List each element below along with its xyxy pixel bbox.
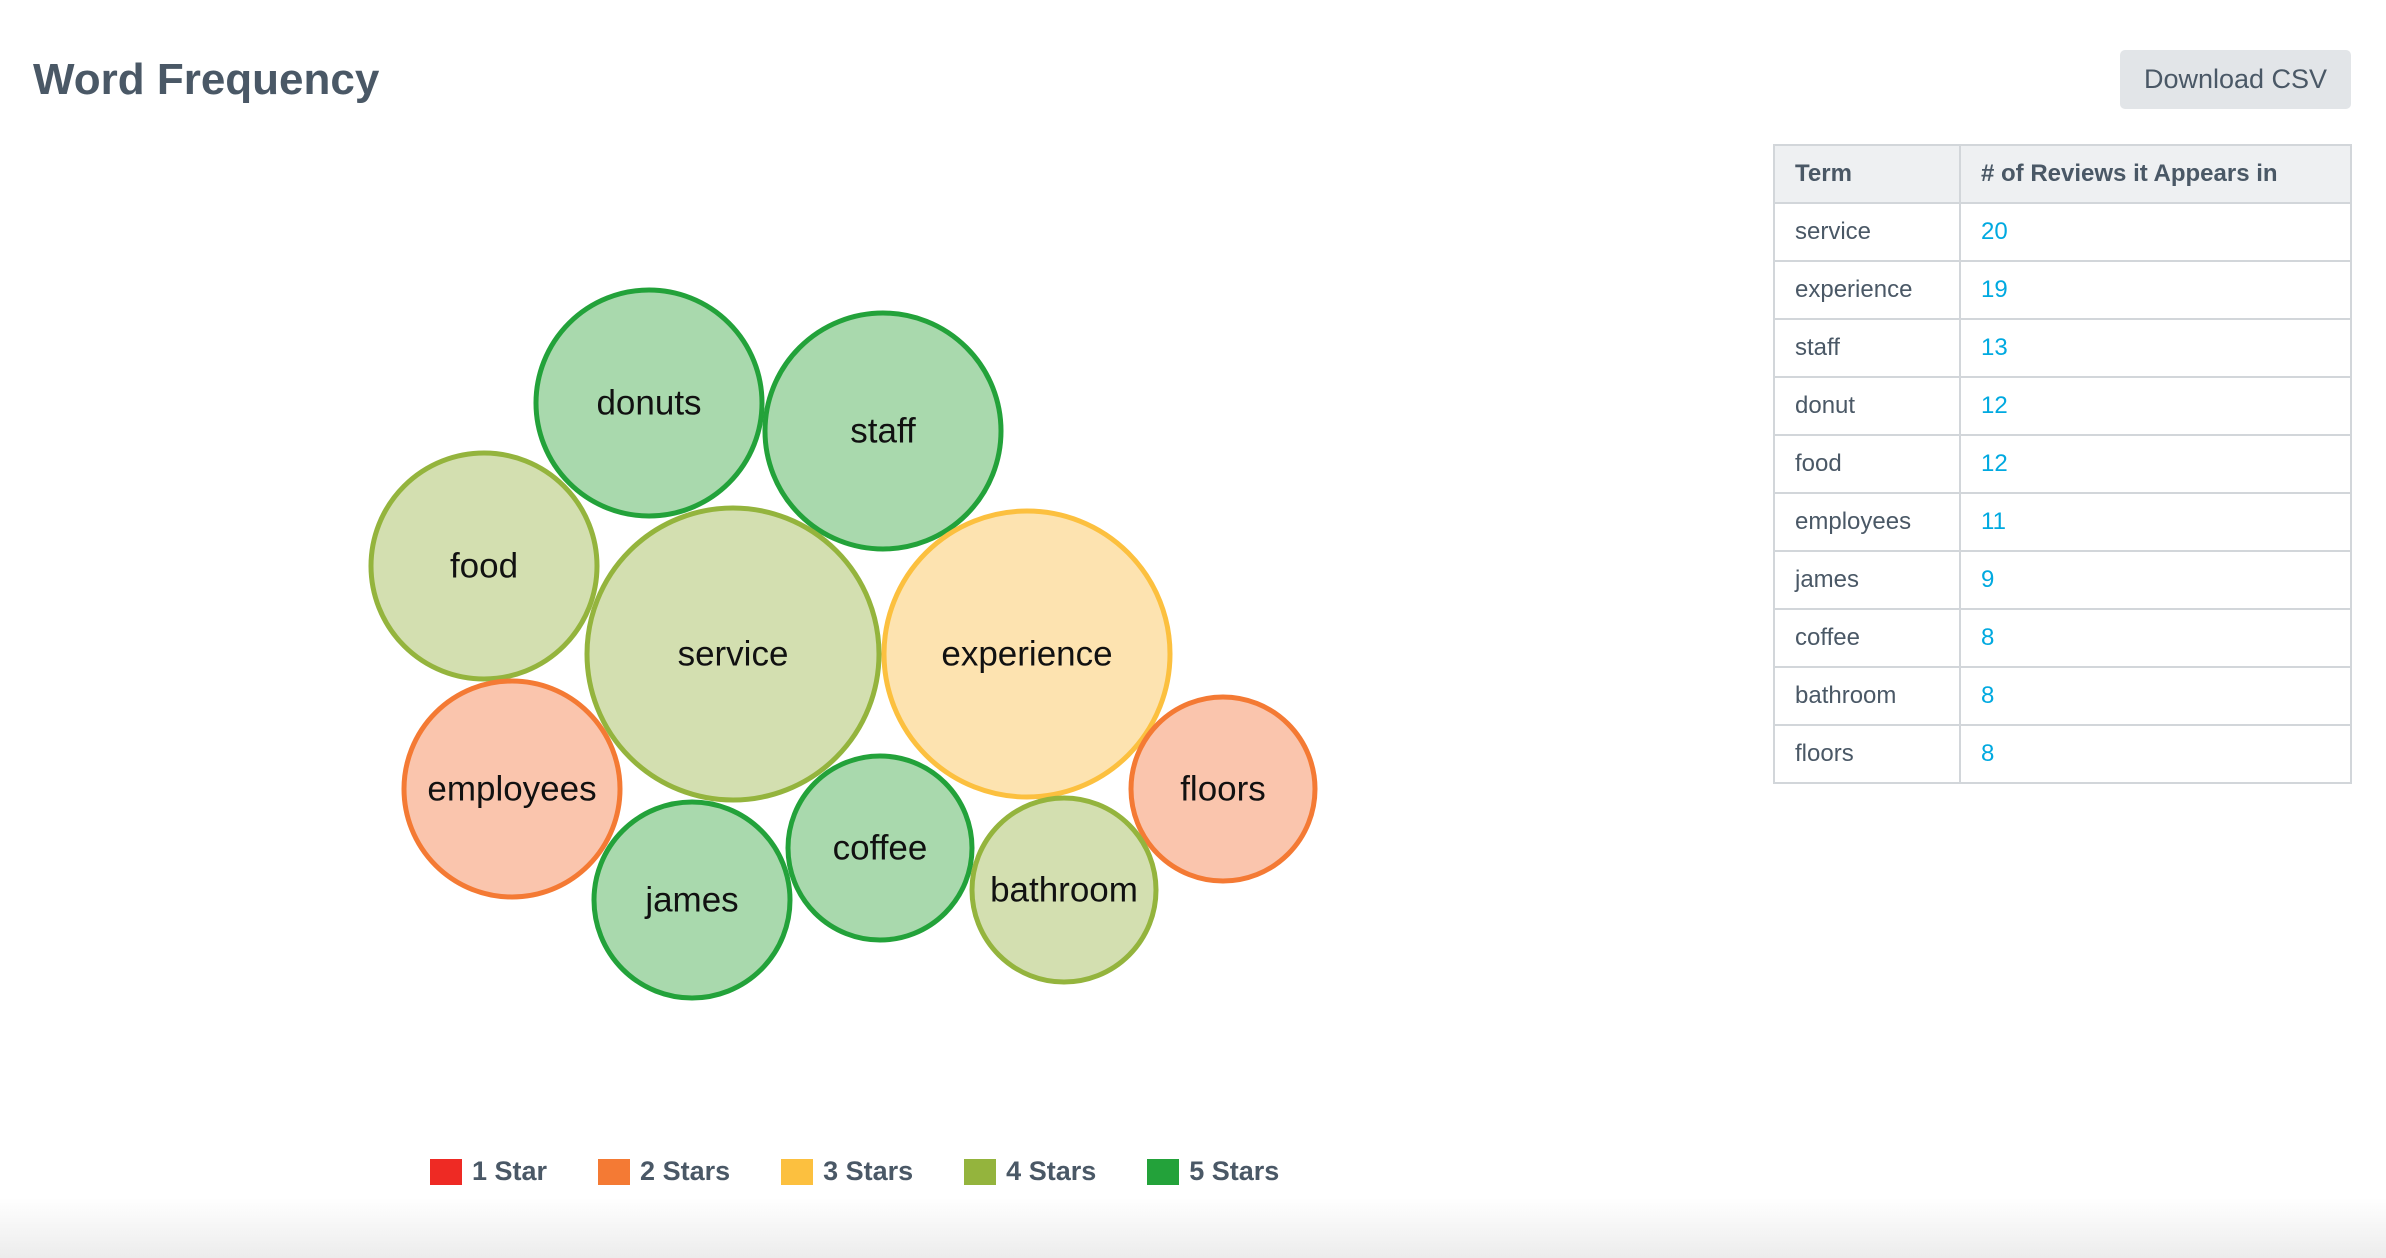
table-row: coffee 8 xyxy=(1773,608,2352,668)
bubble-label-bathroom: bathroom xyxy=(990,871,1138,910)
bubble-employees[interactable] xyxy=(401,678,623,900)
bubble-food[interactable] xyxy=(368,450,600,682)
count-cell: 12 xyxy=(1959,434,2352,494)
table-row: experience 19 xyxy=(1773,260,2352,320)
download-csv-button[interactable]: Download CSV xyxy=(2120,50,2351,109)
term-cell: donut xyxy=(1773,376,1961,436)
count-cell: 8 xyxy=(1959,608,2352,668)
column-header-review-count: # of Reviews it Appears in xyxy=(1959,144,2352,204)
legend-item-1-star: 1 Star xyxy=(430,1156,547,1187)
term-cell: bathroom xyxy=(1773,666,1961,726)
term-cell: experience xyxy=(1773,260,1961,320)
table-row: donut 12 xyxy=(1773,376,2352,436)
count-cell: 19 xyxy=(1959,260,2352,320)
bubble-label-food: food xyxy=(450,547,518,586)
table-row: james 9 xyxy=(1773,550,2352,610)
bubble-label-experience: experience xyxy=(941,635,1112,674)
review-count-link[interactable]: 19 xyxy=(1981,276,2008,303)
count-cell: 13 xyxy=(1959,318,2352,378)
term-cell: food xyxy=(1773,434,1961,494)
review-count-link[interactable]: 8 xyxy=(1981,682,1995,709)
page-title: Word Frequency xyxy=(33,55,380,104)
table-row: staff 13 xyxy=(1773,318,2352,378)
table-row: employees 11 xyxy=(1773,492,2352,552)
review-count-link[interactable]: 11 xyxy=(1981,508,2006,535)
term-cell: service xyxy=(1773,202,1961,262)
table-row: food 12 xyxy=(1773,434,2352,494)
table-row: service 20 xyxy=(1773,202,2352,262)
legend-item-2-stars: 2 Stars xyxy=(598,1156,730,1187)
bubble-label-coffee: coffee xyxy=(833,829,928,868)
legend-label: 1 Star xyxy=(472,1156,548,1186)
bubble-coffee[interactable] xyxy=(785,753,975,943)
legend-item-5-stars: 5 Stars xyxy=(1147,1156,1279,1187)
bubble-label-james: james xyxy=(644,881,738,920)
review-count-link[interactable]: 8 xyxy=(1981,740,1995,767)
legend-item-3-stars: 3 Stars xyxy=(781,1156,913,1187)
chart-legend: 1 Star 2 Stars 3 Stars 4 Stars 5 Stars xyxy=(430,1156,1279,1187)
term-cell: floors xyxy=(1773,724,1961,784)
bubble-label-employees: employees xyxy=(427,770,596,809)
table-header-row: Term # of Reviews it Appears in xyxy=(1773,144,2352,204)
legend-label: 4 Stars xyxy=(1006,1156,1097,1186)
review-count-link[interactable]: 8 xyxy=(1981,624,1995,651)
count-cell: 11 xyxy=(1959,492,2352,552)
table-row: bathroom 8 xyxy=(1773,666,2352,726)
count-cell: 9 xyxy=(1959,550,2352,610)
bubble-label-floors: floors xyxy=(1180,770,1266,809)
review-count-link[interactable]: 20 xyxy=(1981,218,2008,245)
word-frequency-table: Term # of Reviews it Appears in service … xyxy=(1773,144,2352,784)
review-count-link[interactable]: 13 xyxy=(1981,334,2008,361)
review-count-link[interactable]: 9 xyxy=(1981,566,1995,593)
bubble-experience[interactable] xyxy=(881,508,1173,800)
bubble-label-service: service xyxy=(678,635,789,674)
legend-item-4-stars: 4 Stars xyxy=(964,1156,1096,1187)
legend-label: 5 Stars xyxy=(1189,1156,1280,1186)
column-header-term: Term xyxy=(1773,144,1961,204)
bubble-service[interactable] xyxy=(584,505,882,803)
footer-shadow xyxy=(0,1198,2386,1258)
count-cell: 8 xyxy=(1959,724,2352,784)
term-cell: employees xyxy=(1773,492,1961,552)
legend-swatch xyxy=(430,1158,462,1185)
bubble-chart: donuts staff food service experience employee… xyxy=(368,287,1318,1001)
count-cell: 8 xyxy=(1959,666,2352,726)
legend-swatch xyxy=(598,1158,631,1185)
legend-label: 3 Stars xyxy=(823,1156,914,1186)
bubble-floors[interactable] xyxy=(1128,694,1318,884)
term-cell: coffee xyxy=(1773,608,1961,668)
bubble-donuts[interactable] xyxy=(533,287,765,519)
legend-swatch xyxy=(964,1158,997,1185)
legend-label: 2 Stars xyxy=(640,1156,731,1186)
table-row: floors 8 xyxy=(1773,724,2352,784)
legend-swatch xyxy=(781,1158,814,1185)
legend-swatch xyxy=(1147,1158,1180,1185)
review-count-link[interactable]: 12 xyxy=(1981,392,2008,419)
term-cell: james xyxy=(1773,550,1961,610)
bubble-bathroom[interactable] xyxy=(969,795,1159,985)
bubble-staff[interactable] xyxy=(762,310,1004,552)
count-cell: 12 xyxy=(1959,376,2352,436)
count-cell: 20 xyxy=(1959,202,2352,262)
term-cell: staff xyxy=(1773,318,1961,378)
bubble-james[interactable] xyxy=(591,799,793,1001)
bubble-label-staff: staff xyxy=(850,412,916,451)
bubble-label-donuts: donuts xyxy=(596,384,701,423)
review-count-link[interactable]: 12 xyxy=(1981,450,2008,477)
